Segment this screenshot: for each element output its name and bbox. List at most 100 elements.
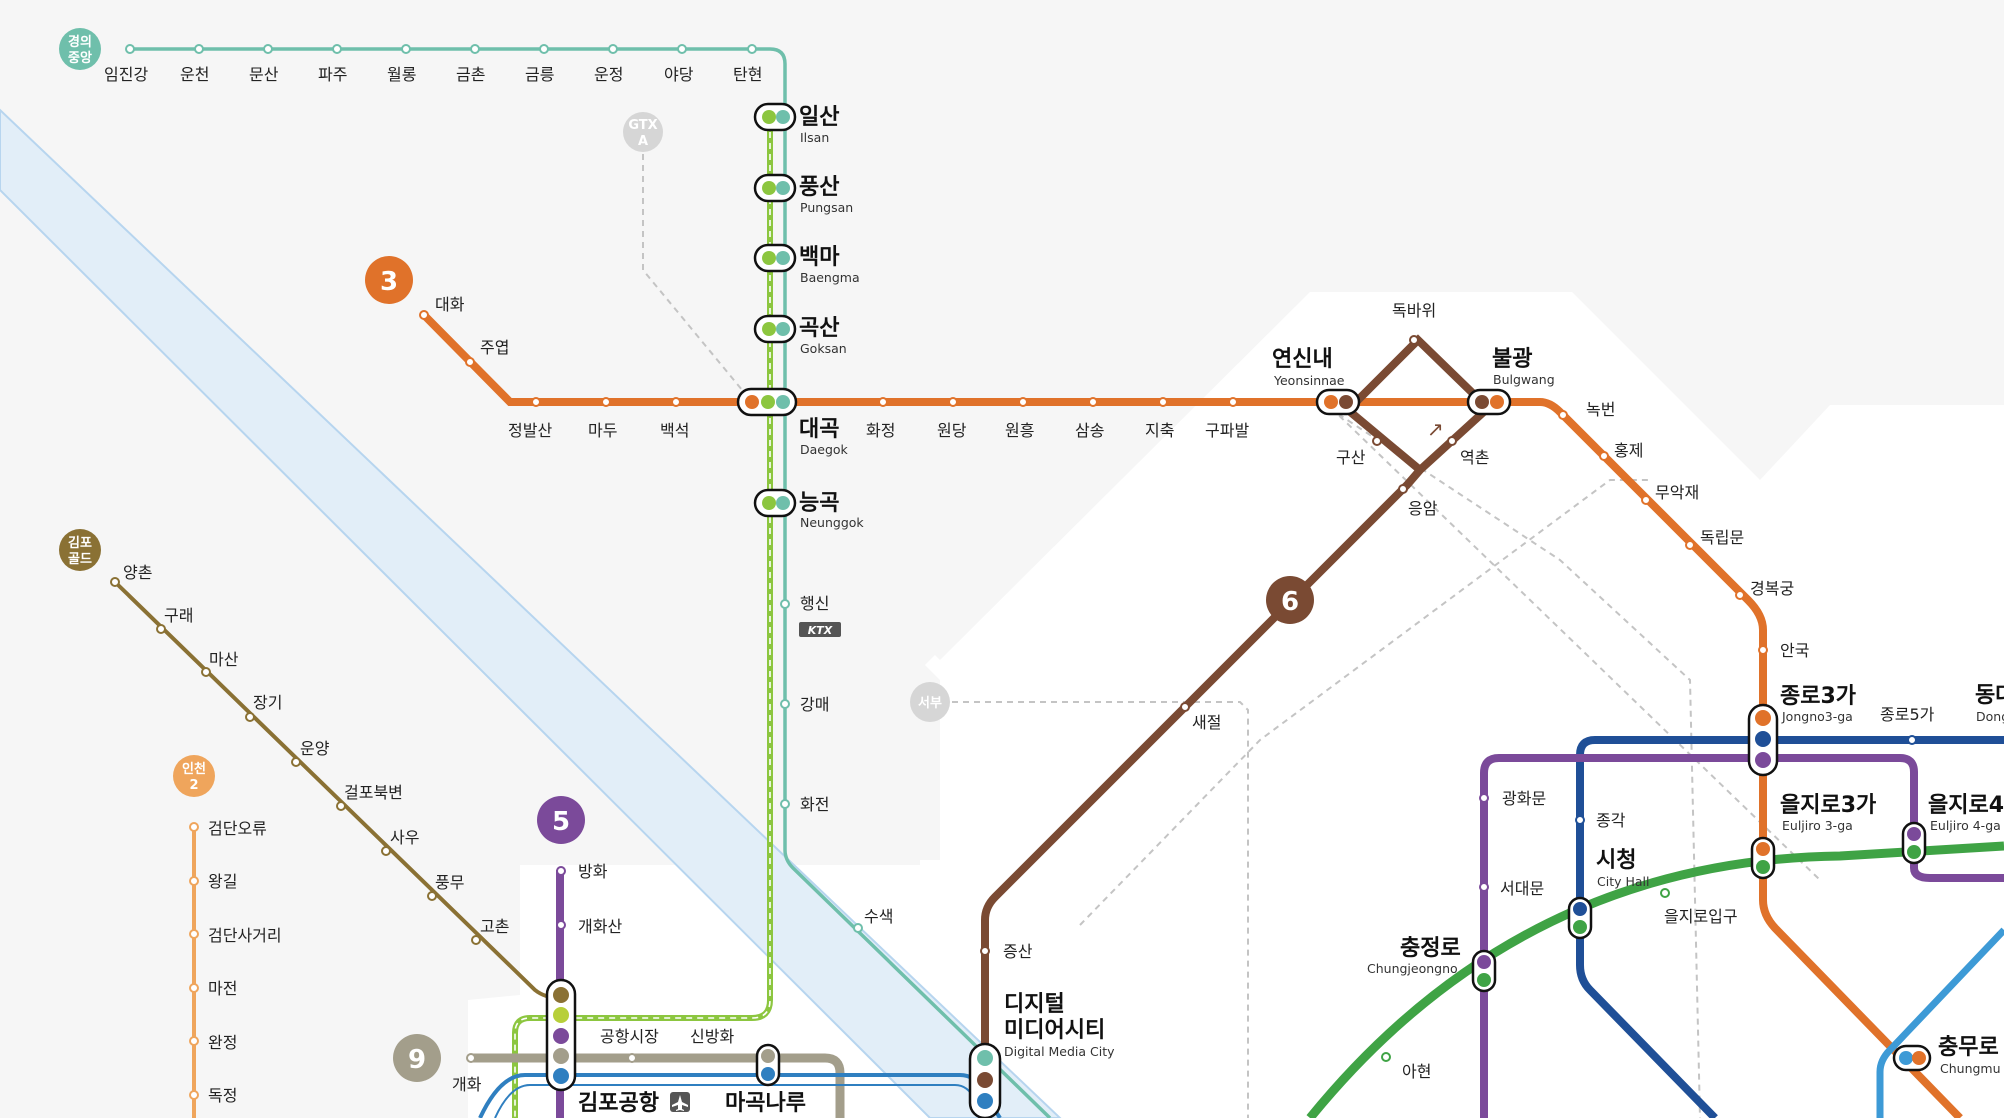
svg-text:6: 6 — [1281, 587, 1299, 617]
station-majeon[interactable]: 마전 — [208, 979, 237, 998]
ilsan-transfer[interactable] — [753, 102, 797, 132]
station-anguk[interactable]: 안국 — [1780, 641, 1809, 660]
jongno3ga-transfer[interactable] — [1747, 703, 1779, 777]
line6-badge: 6 — [1266, 576, 1314, 624]
svg-text:City Hall: City Hall — [1597, 874, 1649, 889]
station-dokjeong[interactable]: 독정 — [208, 1086, 237, 1105]
station-gangmae[interactable]: 강매 — [800, 695, 829, 714]
station-dokbawi[interactable]: 독바위 — [1392, 301, 1436, 320]
station-gaehwa[interactable]: 개화 — [452, 1075, 482, 1094]
station-gupabal[interactable]: 구파발 — [1205, 421, 1249, 440]
goksan-transfer[interactable] — [753, 314, 797, 344]
station-wonheung[interactable]: 원흥 — [1005, 421, 1034, 440]
gyeongui-top-labels: 임진강 운천 문산 파주 월롱 금촌 금릉 운정 야당 탄현 — [104, 65, 762, 84]
pungsan-transfer[interactable] — [753, 173, 797, 203]
svg-text:KTX: KTX — [808, 624, 833, 637]
han-river — [0, 108, 1062, 1118]
station-marker — [601, 397, 611, 407]
station-haengsin[interactable]: 행신 — [800, 594, 829, 613]
neunggok-transfer[interactable] — [753, 488, 797, 518]
station-jeongbalsan[interactable]: 정발산 — [508, 421, 552, 440]
station-hwajeon[interactable]: 화전 — [800, 795, 829, 814]
station-yangchon[interactable]: 양촌 — [123, 563, 152, 582]
station-banghwa[interactable]: 방화 — [578, 862, 608, 881]
station-geomdan-oryu[interactable]: 검단오류 — [208, 819, 267, 838]
station-masan[interactable]: 마산 — [209, 650, 239, 669]
station-jeungsan[interactable]: 증산 — [1003, 942, 1033, 961]
station-dongnimmun[interactable]: 독립문 — [1700, 528, 1744, 547]
station-daehwa[interactable]: 대화 — [435, 295, 465, 314]
station-gusan[interactable]: 구산 — [1336, 448, 1366, 467]
station-saejeol[interactable]: 새절 — [1192, 713, 1221, 732]
station-jonggak[interactable]: 종각 — [1596, 811, 1626, 830]
station-seodaemun[interactable]: 서대문 — [1500, 879, 1544, 898]
station-baekseok[interactable]: 백석 — [660, 421, 689, 440]
station-eungam[interactable]: 응암 — [1408, 499, 1438, 518]
station-pungmu[interactable]: 풍무 — [435, 873, 464, 892]
station-yeokchon[interactable]: 역촌 — [1460, 448, 1489, 467]
station-geomdan-sageori[interactable]: 검단사거리 — [208, 926, 282, 945]
bulgwang-transfer[interactable] — [1466, 388, 1512, 416]
station-unyang[interactable]: 운양 — [300, 739, 330, 758]
station-madu[interactable]: 마두 — [588, 421, 617, 440]
chungjeongno-transfer[interactable] — [1471, 949, 1497, 993]
svg-text:곡산: 곡산 — [799, 316, 839, 341]
station-marker — [419, 310, 429, 320]
station-gyeongbokgung[interactable]: 경복궁 — [1750, 579, 1794, 598]
station-marker — [1018, 397, 1028, 407]
station-geumneung[interactable]: 금릉 — [525, 65, 554, 84]
station-paju[interactable]: 파주 — [318, 65, 347, 84]
station-unjeong[interactable]: 운정 — [594, 65, 623, 84]
station-munsan[interactable]: 문산 — [249, 65, 279, 84]
station-juyeop[interactable]: 주엽 — [480, 338, 509, 357]
station-geumchon[interactable]: 금촌 — [456, 65, 485, 84]
station-wondang[interactable]: 원당 — [937, 421, 967, 440]
station-geolpo[interactable]: 걸포북변 — [344, 783, 403, 802]
station-gonghang-sijang[interactable]: 공항시장 — [600, 1027, 659, 1046]
station-gaehwasan[interactable]: 개화산 — [578, 917, 622, 936]
station-tanhyeon[interactable]: 탄현 — [733, 65, 762, 84]
yeonsinnae-transfer[interactable] — [1315, 388, 1361, 416]
station-muakjae[interactable]: 무악재 — [1655, 483, 1699, 502]
station-gochon[interactable]: 고촌 — [480, 917, 509, 936]
bulgwang-label: 불광 Bulgwang — [1492, 347, 1555, 387]
station-uncheon[interactable]: 운천 — [180, 65, 209, 84]
station-marker — [156, 624, 166, 634]
station-nokbeon[interactable]: 녹번 — [1586, 400, 1615, 419]
gyeongui-top-stations — [125, 44, 757, 54]
station-ahyeon[interactable]: 아현 — [1402, 1062, 1431, 1081]
station-hongje[interactable]: 홍제 — [1614, 441, 1643, 460]
station-gwanghwamun[interactable]: 광화문 — [1502, 789, 1546, 808]
line4 — [1876, 927, 2004, 1118]
station-euljiro-ipgu[interactable]: 을지로입구 — [1664, 907, 1738, 926]
cityhall-transfer[interactable] — [1567, 896, 1593, 940]
euljiro3ga-transfer[interactable] — [1750, 836, 1776, 880]
station-wollong[interactable]: 월롱 — [387, 65, 416, 84]
station-hwajeong[interactable]: 화정 — [866, 421, 895, 440]
magongnaru-transfer[interactable] — [755, 1043, 781, 1087]
station-gurae[interactable]: 구래 — [164, 606, 193, 625]
euljiro3ga-label: 을지로3가 Euljiro 3-ga — [1780, 793, 1876, 833]
chungmuro-transfer[interactable] — [1892, 1044, 1932, 1072]
station-yadang[interactable]: 야당 — [664, 65, 694, 84]
euljiro4ga-transfer[interactable] — [1901, 821, 1927, 865]
station-jongno5ga[interactable]: 종로5가 — [1880, 705, 1935, 724]
station-marker — [189, 1090, 199, 1100]
gyeongui-line — [130, 47, 1052, 1118]
station-wanggil[interactable]: 왕길 — [208, 872, 237, 891]
pungsan-label: 풍산 Pungsan — [799, 175, 853, 215]
station-janggi[interactable]: 장기 — [253, 693, 282, 712]
daegok-transfer[interactable] — [736, 387, 798, 417]
svg-text:Chungjeongno: Chungjeongno — [1367, 961, 1458, 976]
baengma-transfer[interactable] — [753, 243, 797, 273]
station-sau[interactable]: 사우 — [390, 828, 419, 847]
dmc-transfer[interactable] — [968, 1042, 1002, 1118]
gimpo-airport-transfer[interactable] — [545, 978, 577, 1092]
station-susaek[interactable]: 수색 — [864, 907, 893, 926]
station-jichuk[interactable]: 지축 — [1145, 421, 1174, 440]
line5-east — [1480, 754, 2004, 1118]
station-imjingang[interactable]: 임진강 — [104, 65, 148, 84]
station-samsong[interactable]: 삼송 — [1075, 421, 1104, 440]
station-sinbanghwa[interactable]: 신방화 — [690, 1027, 734, 1046]
station-wanjeong[interactable]: 완정 — [208, 1033, 237, 1052]
